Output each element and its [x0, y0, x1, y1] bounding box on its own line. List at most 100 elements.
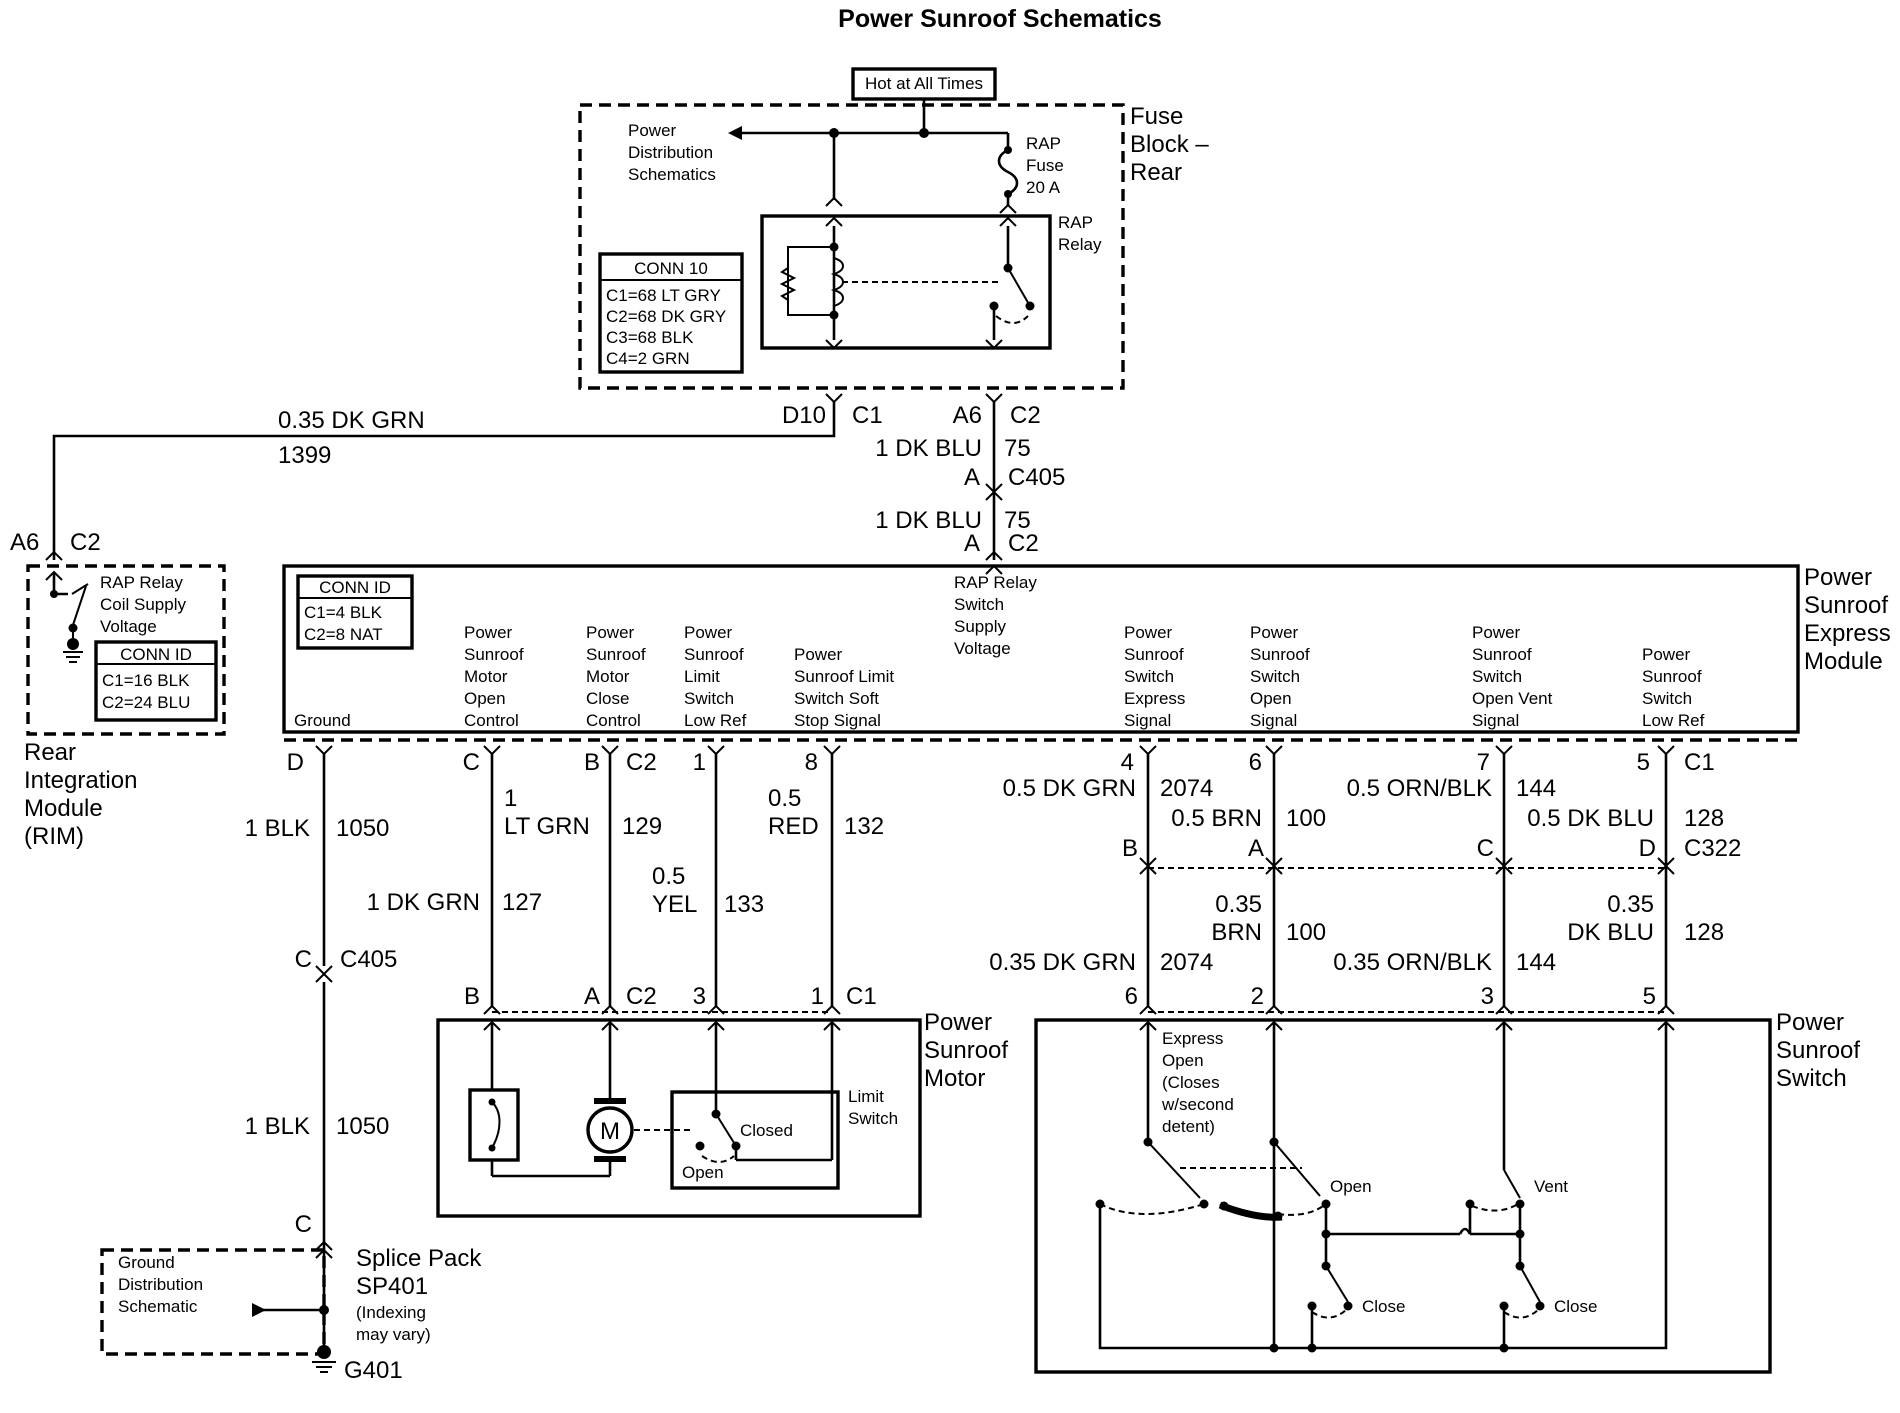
pin-c1-fuse: C1 — [852, 402, 883, 429]
terminal-label-line: Sunroof — [464, 645, 524, 664]
wire-dk-grn-2074-gauge: 0.5 DK GRN — [1003, 775, 1136, 802]
wire-brn-035-circuit: 100 — [1286, 919, 1326, 946]
pin-c-open: C — [463, 749, 480, 776]
wire-dk-grn-035-circuit: 2074 — [1160, 949, 1213, 976]
motor-pin-c2: C2 — [626, 983, 657, 1010]
terminal-label-line: Stop Signal — [794, 711, 881, 730]
wire-dk-grn-127-circuit: 127 — [502, 889, 542, 916]
motor-pin-a: A — [584, 983, 600, 1010]
wire-dk-blu-75-circuit-top: 75 — [1004, 435, 1031, 462]
module-pin-a: A — [964, 530, 980, 557]
switch-open-label: Open — [1330, 1177, 1372, 1196]
pin-4-express: 4 — [1121, 749, 1134, 776]
wire-dk-grn-127-gauge: 1 DK GRN — [367, 889, 480, 916]
pin-c2-module: C2 — [626, 749, 657, 776]
terminal-label-line: Switch — [1472, 667, 1522, 686]
wire-red-circuit: 132 — [844, 813, 884, 840]
pin-7-vent: 7 — [1477, 749, 1490, 776]
pin-b-close: B — [584, 749, 600, 776]
pin-c2-fuse: C2 — [1010, 402, 1041, 429]
wire-orn-blk-035-gauge: 0.35 ORN/BLK — [1333, 949, 1492, 976]
rim-pin-c2: C2 — [70, 529, 101, 556]
hot-at-all-times-label: Hot at All Times — [865, 74, 983, 93]
ground-c405-pin: C — [295, 946, 312, 973]
terminal-label-line: Signal — [1124, 711, 1171, 730]
terminal-label-line: Power — [794, 645, 843, 664]
switch-pin-3: 3 — [1481, 983, 1494, 1010]
switch-pin-5: 5 — [1643, 983, 1656, 1010]
pin-a6-fuse: A6 — [953, 402, 982, 429]
switch-pin-6: 6 — [1125, 983, 1138, 1010]
switch-close-b-label: Close — [1554, 1297, 1597, 1316]
terminal-label-line: Motor — [586, 667, 630, 686]
wire-blk-1050-gauge-b: 1 BLK — [245, 1113, 310, 1140]
wire-dk-blu-75-gauge-top: 1 DK BLU — [875, 435, 982, 462]
wire-dk-blu-128-circuit: 128 — [1684, 805, 1724, 832]
rim-conn-title: CONN ID — [120, 645, 192, 664]
wire-blk-1050-circuit-a: 1050 — [336, 815, 389, 842]
terminal-label-line: Sunroof — [586, 645, 646, 664]
terminal-label-line: Switch — [684, 689, 734, 708]
conn10-title: CONN 10 — [634, 259, 708, 278]
pin-c1-module: C1 — [1684, 749, 1715, 776]
terminal-label-line: Sunroof — [1472, 645, 1532, 664]
pin-1-lowref: 1 — [693, 749, 706, 776]
module-conn-c2: C2 — [1008, 530, 1039, 557]
terminal-label-line: Switch — [1250, 667, 1300, 686]
wire-blk-1050-circuit-b: 1050 — [336, 1113, 389, 1140]
terminal-label-line: Control — [464, 711, 519, 730]
terminal-label-line: Power — [1250, 623, 1299, 642]
pin-d-ground: D — [287, 749, 304, 776]
wire-lt-grn-circuit: 129 — [622, 813, 662, 840]
wire-dk-grn-1399-gauge: 0.35 DK GRN — [278, 407, 425, 434]
terminal-label-line: Low Ref — [684, 711, 747, 730]
rim-pin-a6: A6 — [10, 529, 39, 556]
ground-g401-label: G401 — [344, 1357, 403, 1384]
motor-pin-b: B — [464, 983, 480, 1010]
terminal-label-line: Sunroof — [1124, 645, 1184, 664]
wire-blk-1050-gauge-a: 1 BLK — [245, 815, 310, 842]
ground-c405-label: C405 — [340, 946, 397, 973]
power-sunroof-switch: 6 2 3 5 — [1034, 983, 1860, 1374]
wire-orn-blk-144-gauge: 0.5 ORN/BLK — [1347, 775, 1492, 802]
switch-pin-2: 2 — [1251, 983, 1264, 1010]
c405-label-top: C405 — [1008, 464, 1065, 491]
wire-dk-blu-128-gauge: 0.5 DK BLU — [1527, 805, 1654, 832]
terminal-label-line: Open Vent — [1472, 689, 1553, 708]
diagram-title: Power Sunroof Schematics — [838, 5, 1162, 33]
terminal-label-line: Low Ref — [1642, 711, 1705, 730]
terminal-label-line: Switch Soft — [794, 689, 879, 708]
terminal-label-line: Power — [684, 623, 733, 642]
switch-close-a-label: Close — [1362, 1297, 1405, 1316]
terminal-label-line: Sunroof — [1250, 645, 1310, 664]
motor-pin-3: 3 — [693, 983, 706, 1010]
terminal-label-line: Switch — [1124, 667, 1174, 686]
terminal-label-line: Sunroof — [684, 645, 744, 664]
wire-yel-circuit: 133 — [724, 891, 764, 918]
terminal-label-line: Open — [464, 689, 506, 708]
wire-dk-grn-1399-circuit: 1399 — [278, 442, 331, 469]
limit-closed-label: Closed — [740, 1121, 793, 1140]
terminal-label-line: Sunroof Limit — [794, 667, 894, 686]
